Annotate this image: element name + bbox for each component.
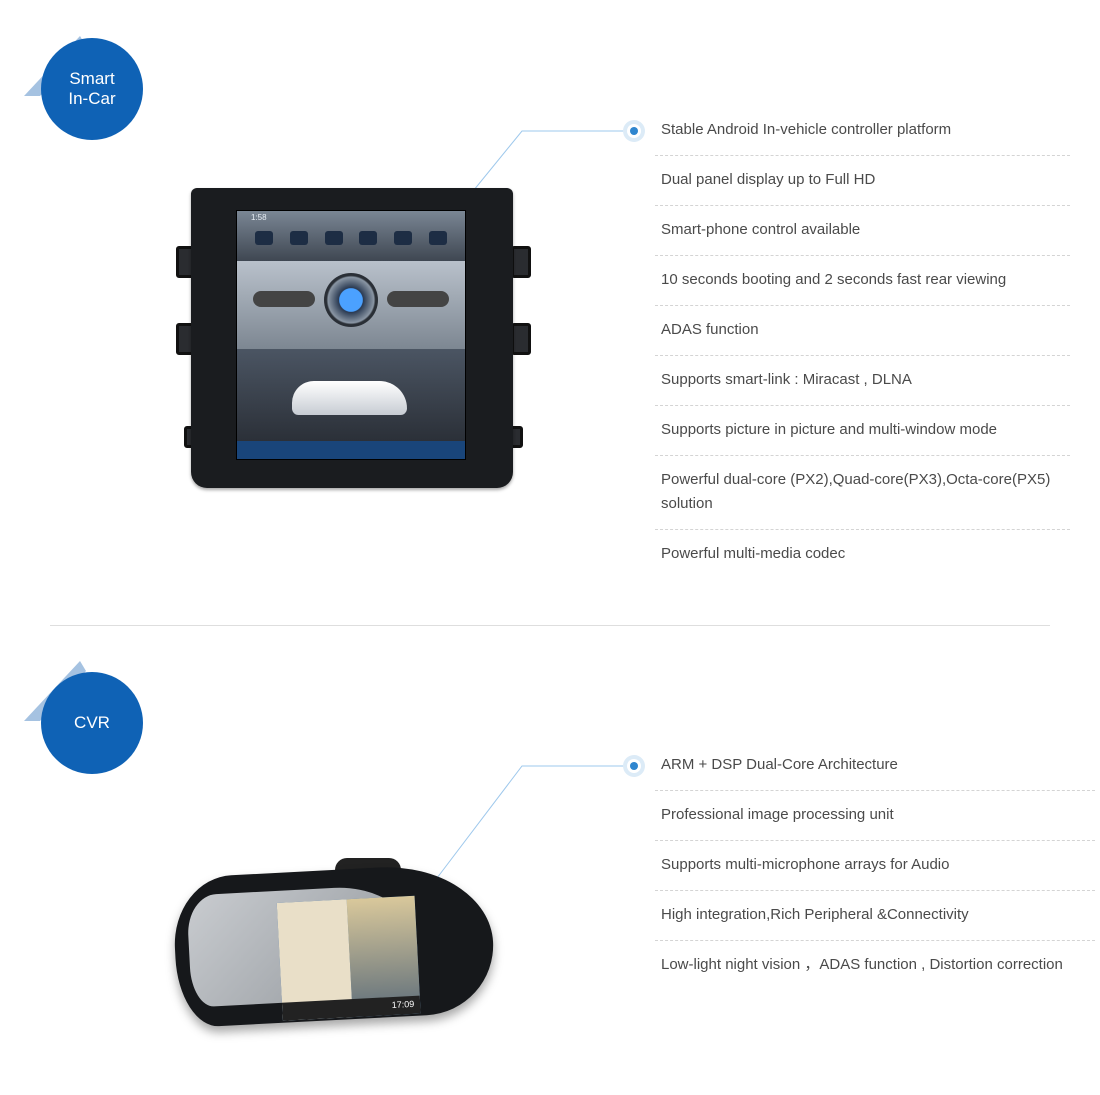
cvr-badge: CVR [22, 655, 152, 775]
section-divider [50, 625, 1050, 626]
head-unit-frame: 1:58 [191, 188, 513, 488]
feature-item: High integration,Rich Peripheral &Connec… [655, 891, 1095, 941]
screen-time: 1:58 [251, 213, 267, 222]
phone-icon [255, 231, 274, 245]
mirror-screen: 17:09 [276, 895, 421, 1021]
mirror-frame: 17:09 [171, 861, 497, 1029]
smart-in-car-badge: Smart In-Car [22, 30, 152, 150]
climate-bar [237, 441, 465, 459]
badge-line-1: CVR [74, 713, 110, 732]
feature-item: ADAS function [655, 306, 1070, 356]
feature-item: Dual panel display up to Full HD [655, 156, 1070, 206]
bluetooth-icon [393, 231, 412, 245]
music-icon [289, 231, 308, 245]
badge-circle: Smart In-Car [41, 38, 143, 140]
car-icon [292, 381, 407, 415]
feature-item: Professional image processing unit [655, 791, 1095, 841]
badge-line-1: Smart [69, 69, 115, 88]
nav-icon [324, 231, 343, 245]
feature-item: Powerful dual-core (PX2),Quad-core(PX3),… [655, 456, 1070, 530]
feature-item: Powerful multi-media codec [661, 545, 846, 562]
mirror-time: 17:09 [391, 998, 415, 1011]
cvr-feature-list: ARM + DSP Dual-Core Architecture Profess… [655, 741, 1095, 990]
feature-pointer-icon [623, 120, 645, 142]
feature-item: Smart-phone control available [655, 206, 1070, 256]
head-unit-image: 1:58 [176, 188, 531, 493]
badge-circle: CVR [41, 672, 143, 774]
smart-in-car-feature-list: Stable Android In-vehicle controller pla… [655, 106, 1070, 579]
smart-in-car-section: Smart In-Car 1:58 [22, 30, 1070, 579]
rearview-mirror-image: 17:09 [171, 858, 497, 1029]
feature-item: 10 seconds booting and 2 seconds fast re… [655, 256, 1070, 306]
compass-dial-icon [324, 273, 378, 327]
feature-item: Low-light night vision ，ADAS function , … [661, 956, 1063, 973]
app-icon-row [237, 225, 465, 251]
feature-pointer-icon [623, 755, 645, 777]
badge-line-2: In-Car [68, 89, 116, 108]
feature-item: Supports picture in picture and multi-wi… [655, 406, 1070, 456]
video-icon [359, 231, 378, 245]
head-unit-screen: 1:58 [236, 210, 466, 460]
feature-item: Supports smart-link : Miracast , DLNA [655, 356, 1070, 406]
feature-item: Supports multi-microphone arrays for Aud… [655, 841, 1095, 891]
feature-item: ARM + DSP Dual-Core Architecture [655, 741, 1095, 791]
settings-icon [428, 231, 447, 245]
feature-item: Stable Android In-vehicle controller pla… [655, 106, 1070, 156]
